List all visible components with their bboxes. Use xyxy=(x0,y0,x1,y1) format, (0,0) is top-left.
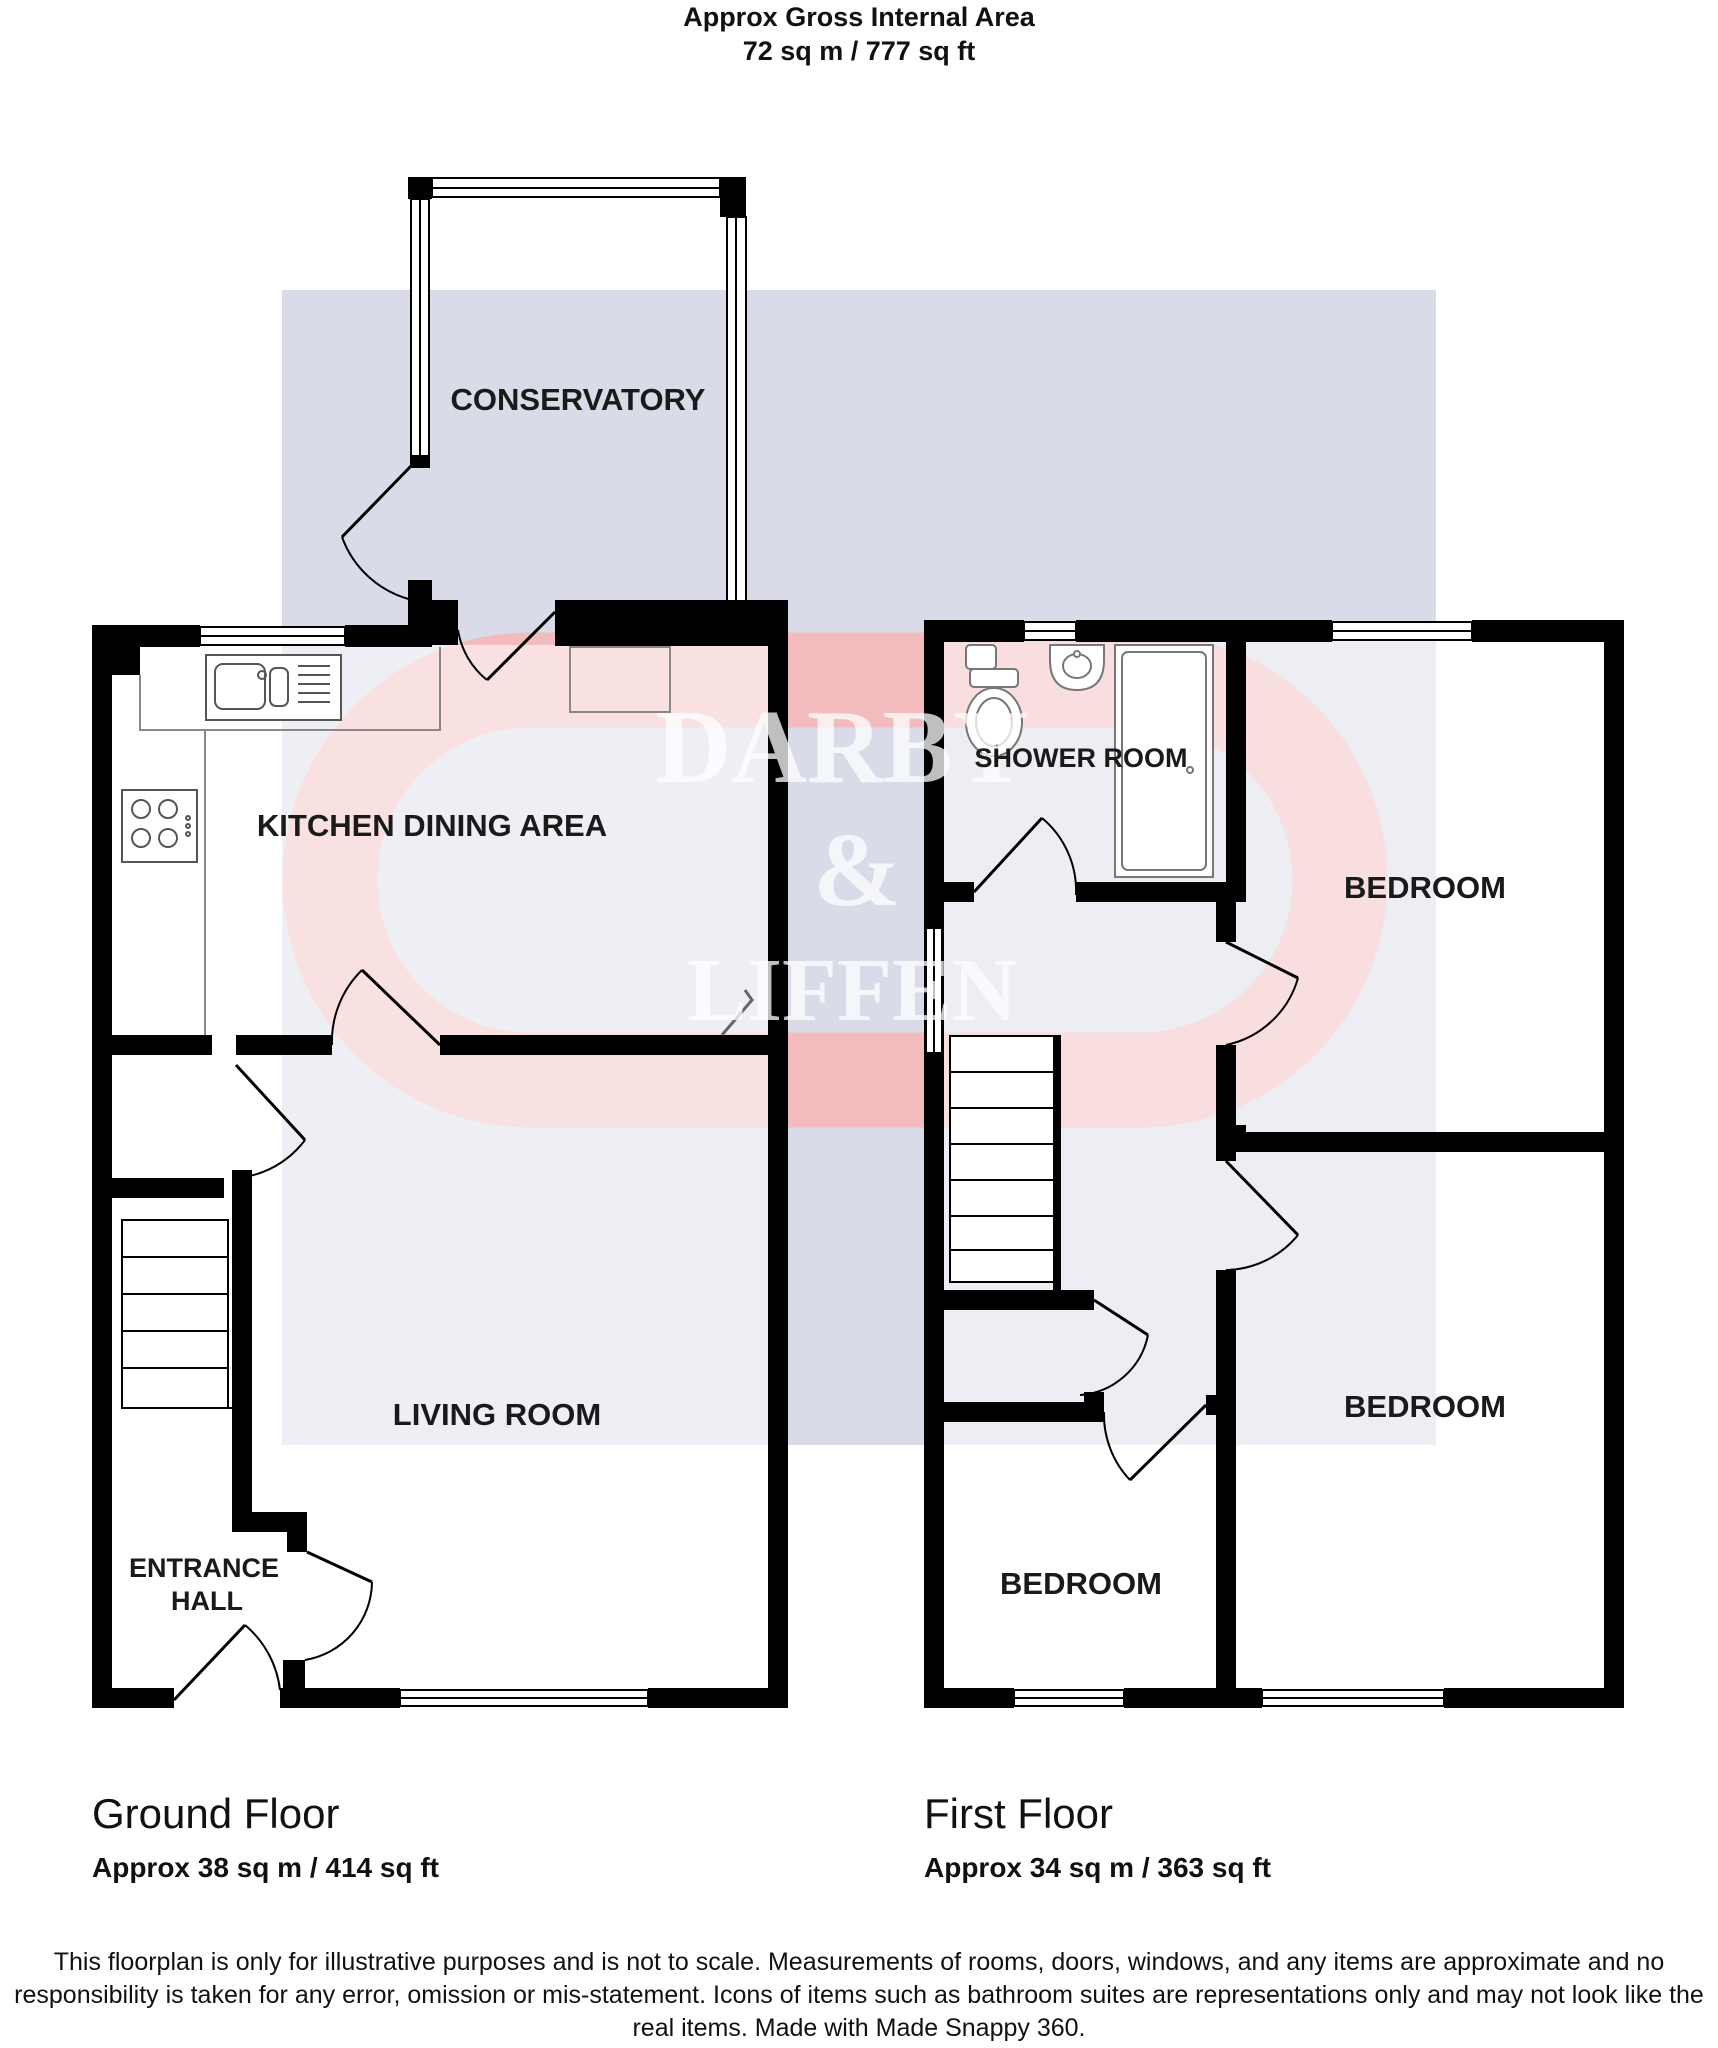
watermark-logo: DARBY & LIFFEN xyxy=(655,688,1028,1040)
first-floor-doors xyxy=(972,816,1300,1482)
ground-floor-stairs xyxy=(121,1219,232,1409)
ground-floor-area: Approx 38 sq m / 414 sq ft xyxy=(92,1852,439,1883)
first-floor-walls xyxy=(924,620,1624,1708)
ground-floor-plan xyxy=(92,177,788,1708)
ground-floor-interior xyxy=(112,645,776,1705)
header: Approx Gross Internal Area 72 sq m / 777… xyxy=(0,0,1718,68)
first-floor-stairs xyxy=(949,1035,1061,1291)
watermark-line2: & xyxy=(813,811,900,928)
toilet-icon xyxy=(965,644,1023,757)
room-label-bedroom-small: BEDROOM xyxy=(1000,1566,1162,1601)
ground-floor-walls xyxy=(92,600,788,1708)
room-label-conservatory: CONSERVATORY xyxy=(451,382,706,417)
sink-icon xyxy=(205,654,342,721)
ground-floor-doors xyxy=(172,610,754,1702)
kitchen-worktop xyxy=(139,646,671,1035)
shower-tray-icon xyxy=(1114,644,1214,878)
watermark-line1: DARBY xyxy=(655,688,1028,805)
header-total-area: 72 sq m / 777 sq ft xyxy=(742,36,976,66)
basin-icon xyxy=(1049,644,1105,692)
floorplan-drawing: DARBY & LIFFEN CONSERVATORY KITCHEN DINI… xyxy=(92,177,1624,1708)
first-floor-name: First Floor xyxy=(924,1790,1113,1837)
room-label-living-room: LIVING ROOM xyxy=(393,1397,601,1432)
room-label-bedroom-top: BEDROOM xyxy=(1344,870,1506,905)
first-floor-plan xyxy=(924,620,1624,1708)
header-title: Approx Gross Internal Area xyxy=(683,2,1035,32)
first-floor-area: Approx 34 sq m / 363 sq ft xyxy=(924,1852,1271,1883)
room-label-entrance-line2: HALL xyxy=(171,1586,243,1616)
room-label-bedroom-mid: BEDROOM xyxy=(1344,1389,1506,1424)
ground-floor-name: Ground Floor xyxy=(92,1790,340,1837)
disclaimer: This floorplan is only for illustrative … xyxy=(14,1948,1704,2042)
watermark-line3: LIFFEN xyxy=(687,941,1017,1040)
room-label-entrance-line1: ENTRANCE xyxy=(129,1553,279,1583)
hob-icon xyxy=(121,789,198,863)
room-label-kitchen: KITCHEN DINING AREA xyxy=(257,808,607,843)
room-label-shower-room: SHOWER ROOM xyxy=(975,743,1188,773)
